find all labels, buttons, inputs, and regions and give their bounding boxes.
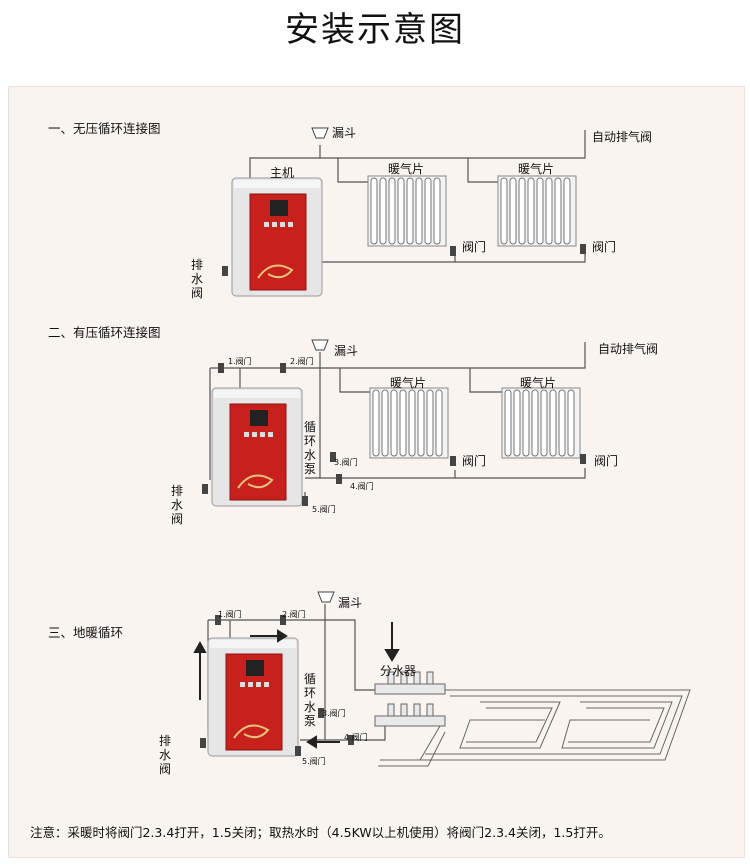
auto-vent-label: 自动排气阀 — [592, 130, 653, 144]
section-heading-3: 三、地暖循环 — [48, 625, 124, 640]
valve-4-label: 4.阀门 — [344, 733, 368, 742]
usage-note: 注意：采暖时将阀门2.3.4打开，1.5关闭；取热水时（4.5KW以上机使用）将… — [30, 825, 611, 840]
radiator-label: 暖气片 — [518, 162, 555, 176]
valve-label: 阀门 — [462, 454, 487, 468]
drain-valve-label: 排水阀 — [158, 734, 171, 776]
host-label: 主机 — [270, 166, 295, 180]
page-title: 安装示意图 — [285, 10, 465, 50]
section-heading-2: 二、有压循环连接图 — [48, 325, 161, 340]
funnel-label: 漏斗 — [332, 126, 357, 140]
valve-5-label: 5.阀门 — [312, 505, 336, 514]
section-heading-1: 一、无压循环连接图 — [48, 121, 161, 136]
valve-label: 阀门 — [594, 454, 619, 468]
pump-label: 循环水泵 — [303, 672, 316, 728]
auto-vent-label: 自动排气阀 — [598, 342, 659, 356]
valve-1-label: 1.阀门 — [228, 357, 252, 366]
valve-3-label: 3.阀门 — [322, 709, 346, 718]
radiator-label: 暖气片 — [388, 162, 425, 176]
drain-valve-label: 排水阀 — [190, 258, 203, 300]
valve-label: 阀门 — [462, 240, 487, 254]
manifold-label: 分水器 — [380, 664, 417, 678]
valve-2-label: 2.阀门 — [282, 610, 306, 619]
valve-1-label: 1.阀门 — [218, 610, 242, 619]
pump-label: 循环水泵 — [303, 420, 316, 476]
valve-4-label: 4.阀门 — [350, 482, 374, 491]
funnel-label: 漏斗 — [334, 344, 359, 358]
valve-3-label: 3.阀门 — [334, 458, 358, 467]
radiator-label: 暖气片 — [520, 376, 557, 390]
valve-label: 阀门 — [592, 240, 617, 254]
valve-5-label: 5.阀门 — [302, 757, 326, 766]
funnel-label: 漏斗 — [338, 596, 363, 610]
valve-2-label: 2.阀门 — [290, 357, 314, 366]
drain-valve-label: 排水阀 — [170, 484, 183, 526]
radiator-label: 暖气片 — [390, 376, 427, 390]
